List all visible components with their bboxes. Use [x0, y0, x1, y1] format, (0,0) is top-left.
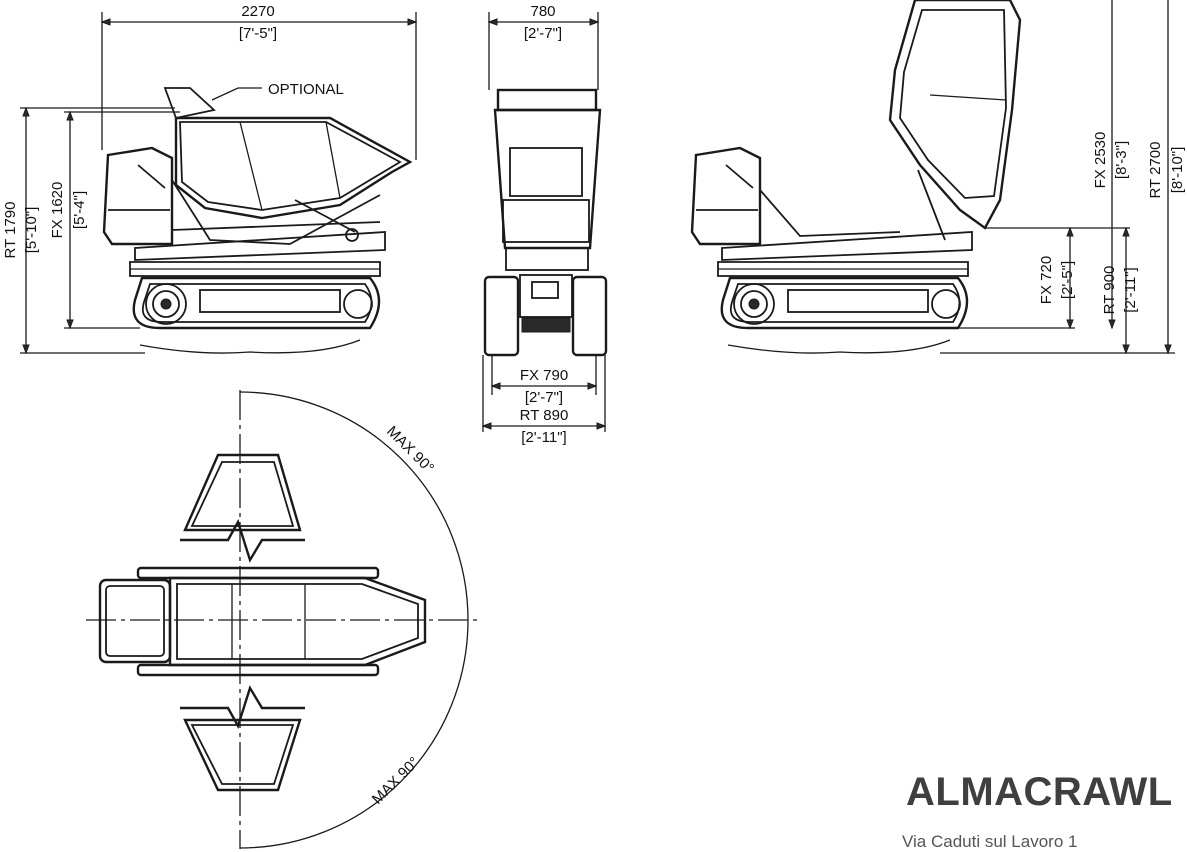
top-view: MAX 90° MAX 90° [86, 390, 480, 849]
tipped-rt-max-mm: RT 2700 [1147, 142, 1164, 199]
side-length-imperial: [7'-5"] [239, 25, 277, 42]
tipped-rt-max-imperial: [8'-10"] [1169, 147, 1186, 194]
tipped-rt-dump-mm: RT 900 [1101, 266, 1118, 315]
top-bucket-lower [180, 685, 305, 792]
tipped-view: FX 2530 [8'-3"] RT 2700 [8'-10"] FX 720 … [690, 0, 1186, 355]
side-machine [102, 87, 413, 354]
tipped-fx-max-imperial: [8'-3"] [1113, 141, 1130, 179]
optional-label: OPTIONAL [268, 81, 344, 98]
front-view: 780 [2'-7"] FX 790 [2'-7"] RT 890 [2'-11… [481, 3, 608, 446]
almacrawl-logo: ALMACRAWL [906, 770, 1173, 814]
top-machine [98, 566, 427, 677]
front-rt-track-mm: RT 890 [520, 407, 569, 424]
company-address: Via Caduti sul Lavoro 1 [902, 832, 1078, 851]
side-rt-height-imperial: [5'-10"] [23, 207, 40, 254]
front-fx-track-imperial: [2'-7"] [525, 389, 563, 406]
front-fx-track-mm: FX 790 [520, 367, 568, 384]
front-width-mm: 780 [530, 3, 555, 20]
tipped-machine [690, 0, 1022, 354]
front-rt-track-imperial: [2'-11"] [521, 429, 566, 446]
rotation-lower-label: MAX 90° [369, 754, 423, 808]
tipped-fx-dump-imperial: [2'-5"] [1059, 261, 1076, 299]
tipped-rt-dump-imperial: [2'-11"] [1122, 267, 1139, 312]
side-fx-height-mm: FX 1620 [49, 182, 66, 239]
side-fx-height-imperial: [5'-4"] [71, 191, 88, 229]
side-length-mm: 2270 [241, 3, 274, 20]
side-view: 2270 [7'-5"] RT 1790 [5'-10"] FX 1620 [5… [2, 3, 418, 355]
tipped-fx-dump-mm: FX 720 [1038, 256, 1055, 304]
side-rt-height-mm: RT 1790 [2, 202, 19, 259]
front-machine [483, 88, 608, 357]
front-width-imperial: [2'-7"] [524, 25, 562, 42]
top-bucket-upper [180, 453, 305, 563]
tipped-fx-max-mm: FX 2530 [1092, 132, 1109, 189]
